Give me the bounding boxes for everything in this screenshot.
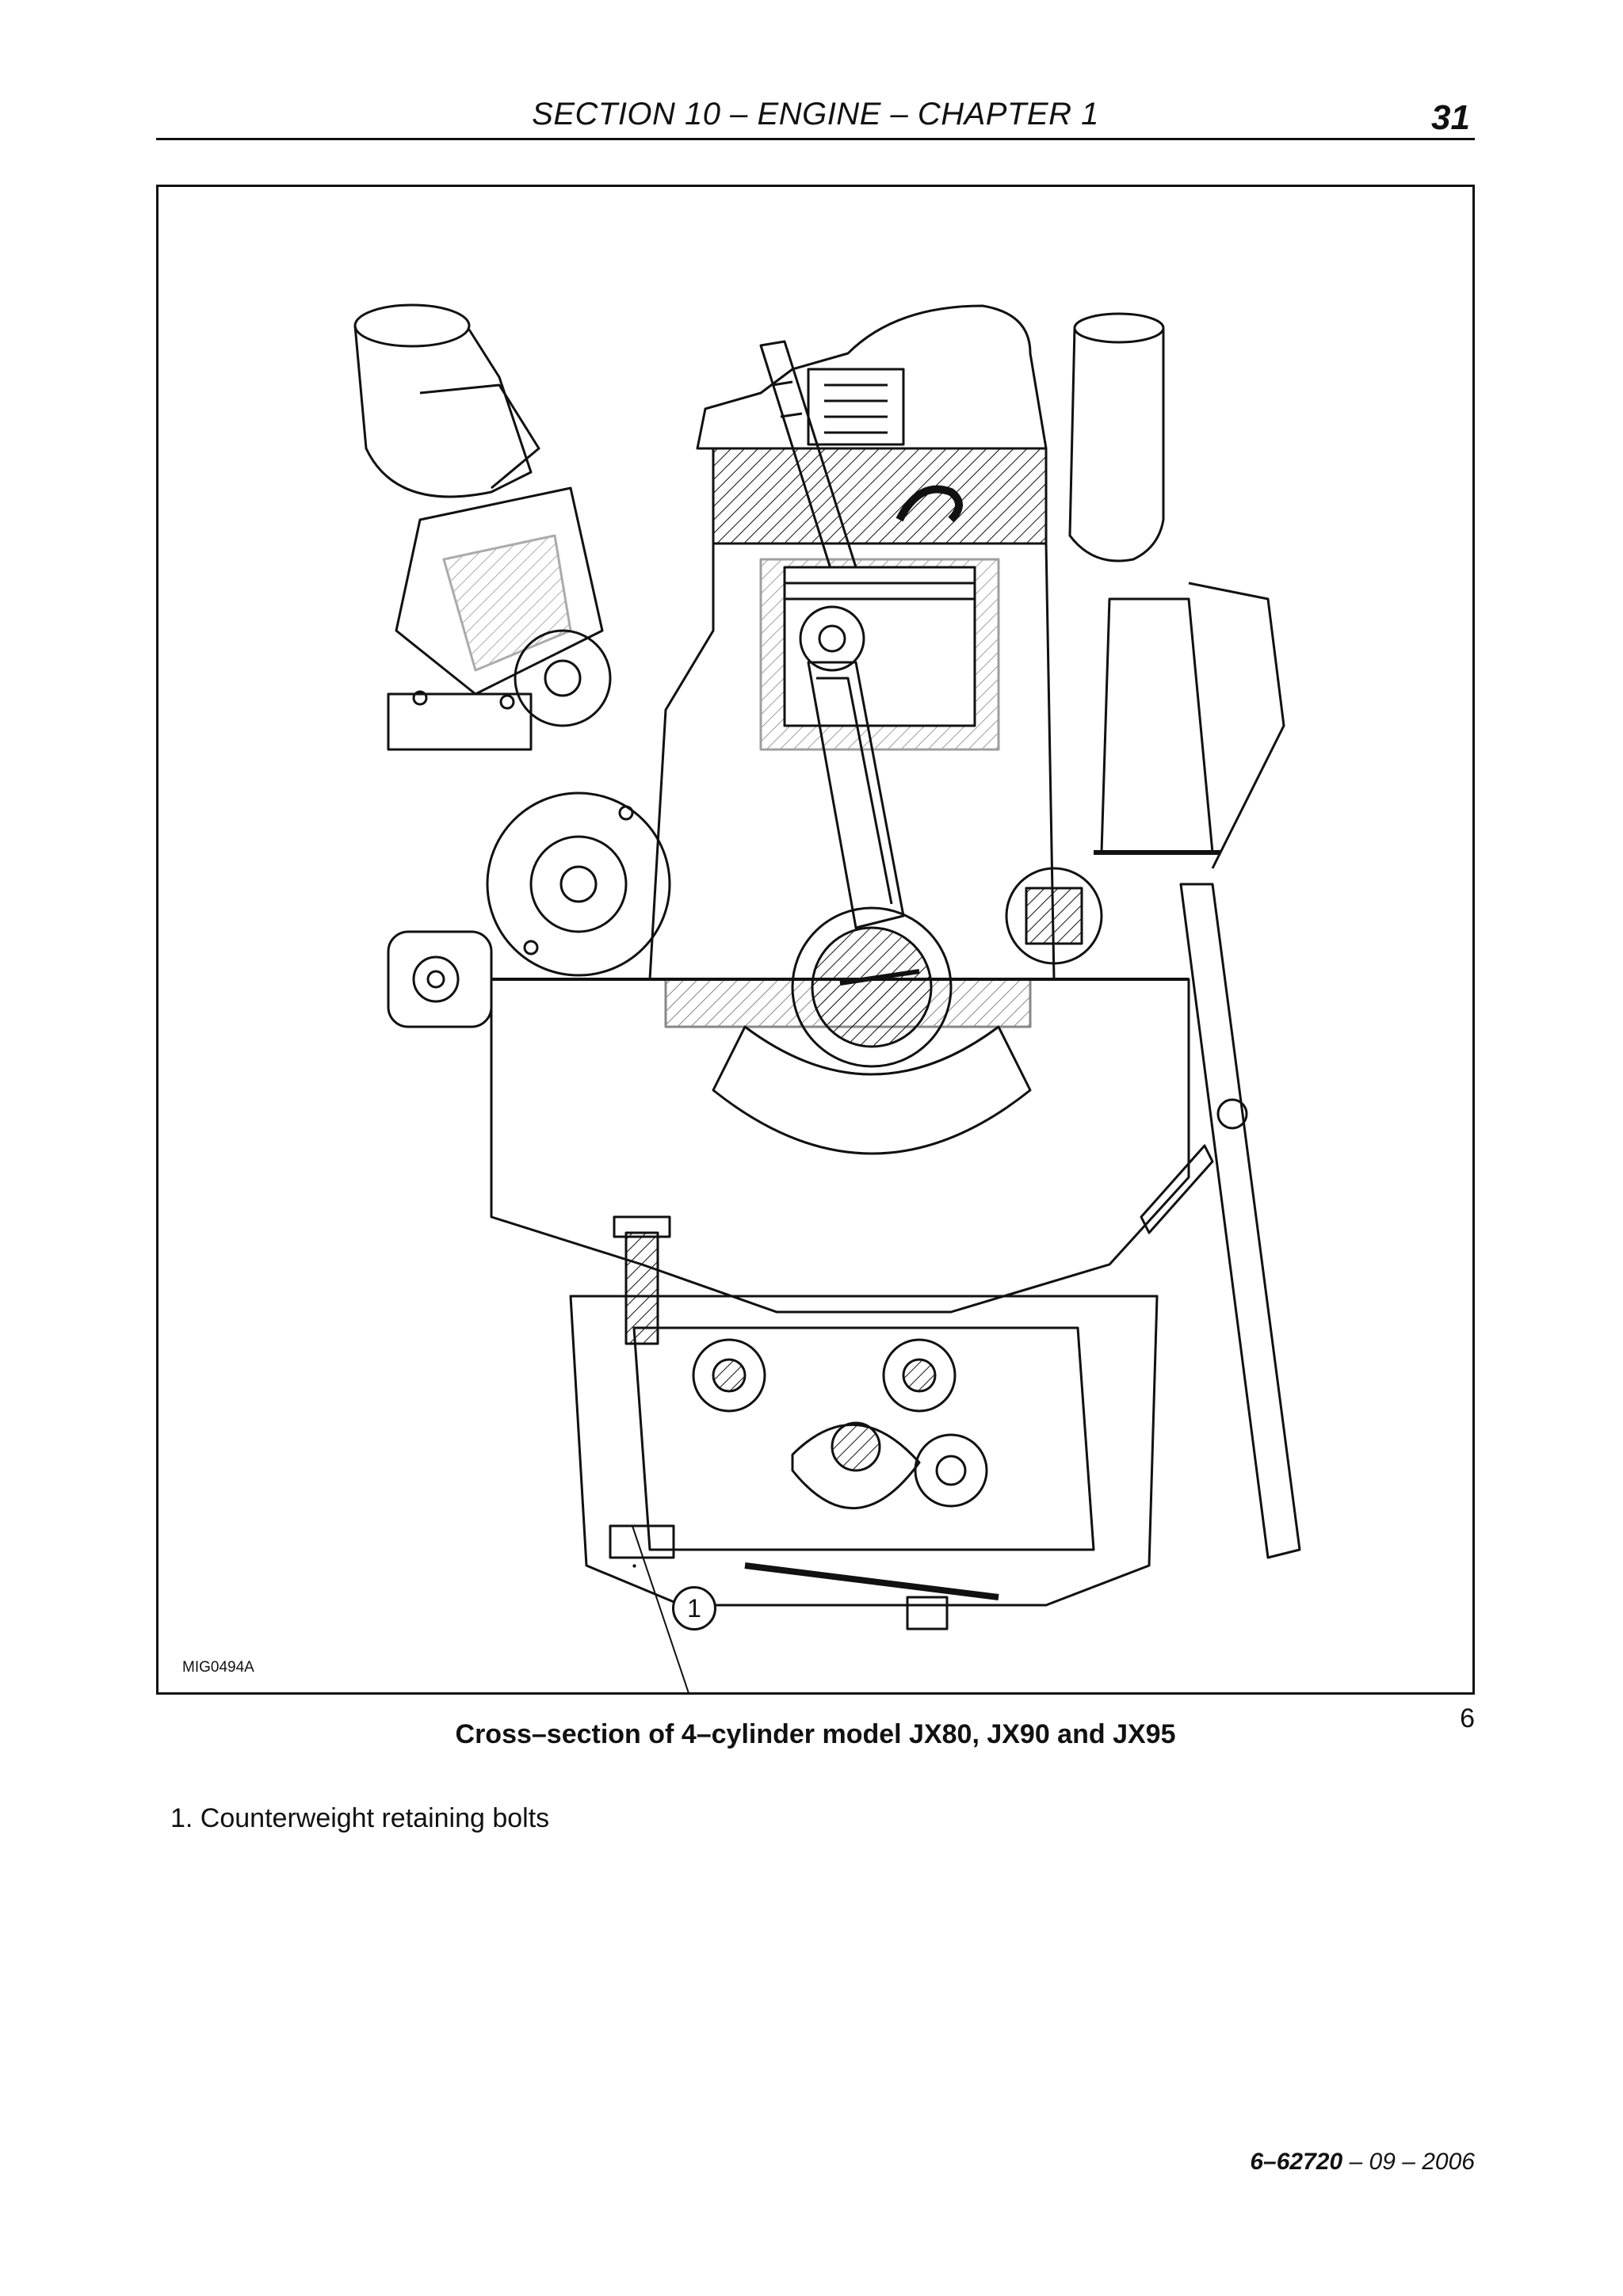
callout-label: 1: [687, 1594, 701, 1623]
camshaft: [1005, 867, 1103, 965]
doc-code: 6–62720: [1250, 2149, 1343, 2175]
page-header: SECTION 10 – ENGINE – CHAPTER 1 31: [156, 93, 1475, 140]
counterweight-bolt: [609, 1215, 675, 1559]
crankshaft: [712, 906, 1032, 1155]
drawing-code: MIG0494A: [182, 1659, 254, 1676]
exhaust-pipe: [1068, 312, 1165, 563]
legend-item: 1. Counterweight retaining bolts: [170, 1803, 550, 1833]
section-title: SECTION 10 – ENGINE – CHAPTER 1: [532, 97, 1099, 132]
page-number: 31: [1431, 98, 1470, 137]
oil-filter: [1094, 582, 1285, 869]
callout-bubble: 1: [672, 1586, 716, 1630]
figure-frame: 1 MIG0494A: [156, 185, 1475, 1695]
callout-leader: [632, 1525, 689, 1692]
page-footer: 6–62720 – 09 – 2006: [1250, 2149, 1475, 2176]
dipstick-tube: [1140, 883, 1301, 1559]
oil-sump: [569, 1295, 1159, 1630]
balancer-unit: [632, 1326, 1095, 1551]
cylinder-head: [696, 304, 1048, 545]
injection-pump: [387, 486, 612, 751]
piston-assembly: [759, 558, 1000, 751]
engine-cross-section-drawing: [353, 303, 1301, 1692]
alternator: [387, 930, 493, 1028]
connecting-rod: [807, 661, 905, 929]
air-intake-elbow: [353, 303, 540, 498]
figure-caption: Cross–section of 4–cylinder model JX80, …: [455, 1719, 1176, 1749]
front-pulley: [486, 791, 671, 977]
figure-number: 6: [1460, 1703, 1475, 1733]
doc-date: – 09 – 2006: [1342, 2149, 1476, 2175]
legend-list: 1. Counterweight retaining bolts: [170, 1803, 549, 1834]
